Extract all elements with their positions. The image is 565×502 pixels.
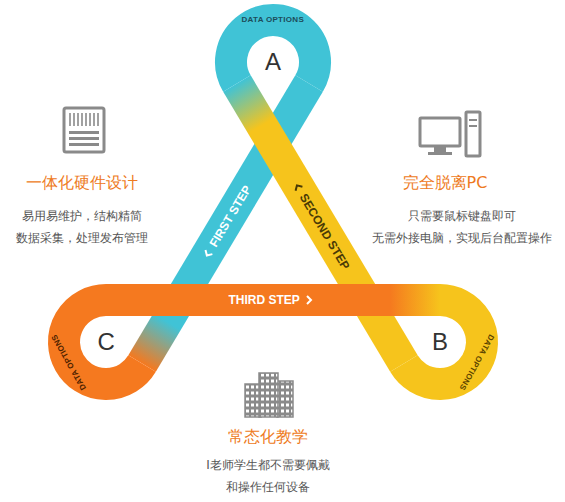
feature-text: I老师学生都不需要佩戴 和操作任何设备 (203, 454, 333, 498)
loop-arc (231, 20, 315, 84)
step-label: THIRD STEP (229, 293, 318, 307)
computer-icon (420, 112, 480, 156)
buildings-icon (245, 373, 293, 417)
step-band (142, 84, 309, 364)
step-band (237, 84, 404, 364)
loop-letter: A (265, 48, 281, 76)
data-option-loop: DATA OPTIONS A (211, 0, 335, 124)
step-chevron (202, 247, 215, 259)
step-band-line (237, 84, 404, 364)
loop-caption: DATA OPTIONS (242, 15, 305, 25)
feature-text: 易用易维护，结构精简 数据采集，处理发布管理 (13, 205, 151, 249)
data-option-loop: DATA OPTIONSC (44, 280, 168, 404)
step-band-line (142, 84, 309, 364)
feature-heading: 一体化硬件设计 (26, 173, 138, 193)
feature-heading: 完全脱离PC (403, 173, 488, 193)
step-label-text: THIRD STEP (229, 293, 300, 307)
loop-letter: C (98, 328, 115, 356)
step-label: SECOND STEP (288, 175, 353, 272)
data-option-loop: BDATA OPTIONS (378, 280, 502, 404)
loop-letter: B (432, 328, 448, 356)
feature-heading: 常态化教学 (228, 427, 308, 447)
feature-text: 只需要鼠标键盘即可 无需外接电脑，实现后台配置操作 (369, 205, 555, 249)
step-band-line (106, 284, 440, 316)
hardware-icon (64, 108, 104, 152)
step-chevron (292, 181, 305, 193)
step-chevron (305, 295, 313, 305)
